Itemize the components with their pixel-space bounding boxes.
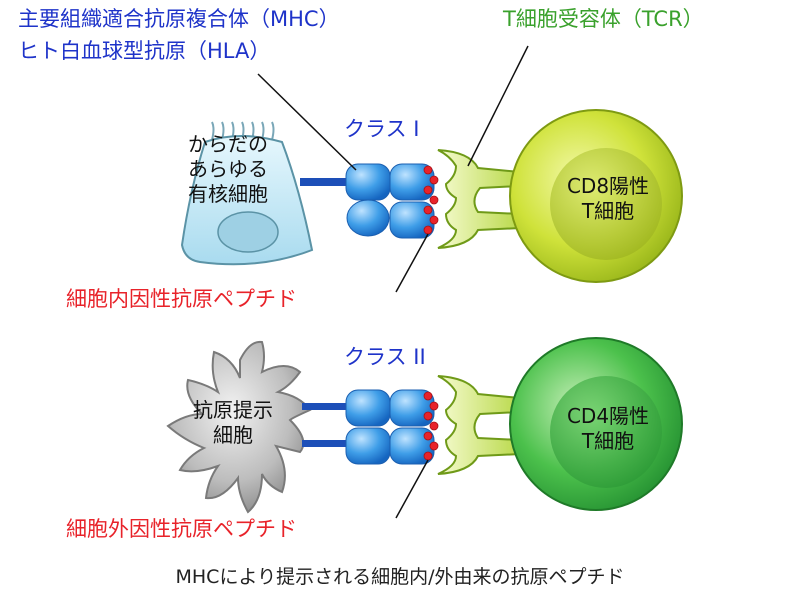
mhc-label: 主要組織適合抗原複合体（MHC） [18, 7, 340, 31]
t-cell-icon [509, 109, 683, 283]
apc-label: 抗原提示 細胞 [178, 398, 288, 448]
peptide-icon [423, 391, 439, 461]
exogenous-peptide-label: 細胞外因性抗原ペプチド [66, 517, 297, 541]
endogenous-peptide-label: 細胞内因性抗原ペプチド [66, 287, 297, 311]
class-2-label: クラス II [344, 345, 426, 369]
cd8-label-line-1: CD8陽性 [566, 174, 650, 198]
cd4-label-line-1: CD4陽性 [566, 404, 650, 428]
leader-lines [257, 45, 529, 519]
body-cell-label: からだの あらゆる 有核細胞 [168, 132, 288, 207]
cd8-label: CD8陽性 T細胞 [548, 174, 668, 224]
hla-label: ヒト白血球型抗原（HLA） [18, 39, 271, 63]
cd4-label: CD4陽性 T細胞 [548, 404, 668, 454]
tcr-receptor-icon [437, 149, 521, 249]
mhc-molecule-icon [345, 163, 435, 239]
membrane-anchor [300, 178, 348, 186]
membrane-anchor [302, 403, 348, 410]
body-cell-label-line-1: からだの [188, 132, 268, 156]
cd4-label-line-2: T細胞 [581, 429, 635, 453]
body-cell-label-line-3: 有核細胞 [188, 182, 268, 206]
tcr-receptor-icon [437, 375, 521, 475]
apc-label-line-2: 細胞 [213, 423, 253, 447]
class-1-label: クラス I [344, 117, 420, 141]
tcr-label: T細胞受容体（TCR） [503, 7, 704, 31]
t-cell-icon [509, 337, 683, 511]
antigen-presenting-cell-icon [166, 340, 312, 514]
peptide-icon [423, 165, 439, 235]
figure-caption: MHCにより提示される細胞内/外由来の抗原ペプチド [175, 566, 625, 588]
cd8-label-line-2: T細胞 [581, 199, 635, 223]
membrane-anchor [302, 440, 348, 447]
nucleated-body-cell-icon [180, 121, 314, 266]
mhc-molecule-icon [345, 389, 435, 465]
apc-label-line-1: 抗原提示 [193, 398, 273, 422]
body-cell-label-line-2: あらゆる [188, 157, 268, 181]
